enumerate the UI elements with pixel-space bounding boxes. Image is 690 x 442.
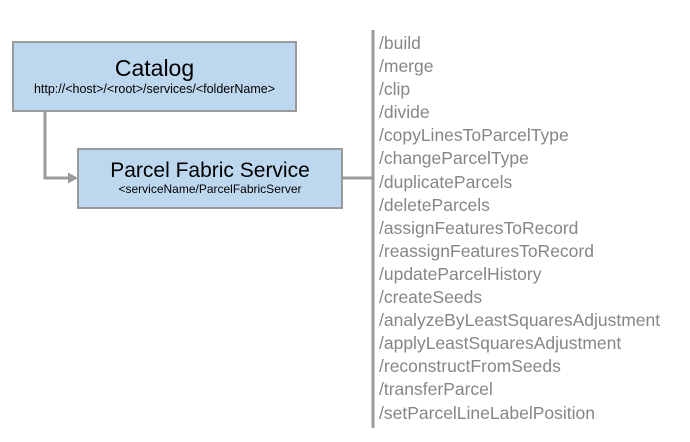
catalog-node-url: http://<host>/<root>/services/<folderNam… (33, 82, 276, 97)
catalog-node-title: Catalog (114, 55, 195, 82)
operation-item: /merge (379, 56, 434, 77)
parcel-fabric-service-node-title: Parcel Fabric Service (110, 159, 310, 183)
parcel-fabric-service-node: Parcel Fabric Service <serviceName/Parce… (77, 148, 343, 209)
connector-arrowhead-icon (68, 172, 78, 184)
operations-list: /build/merge/clip/divide/copyLinesToParc… (379, 32, 679, 425)
operation-item: /assignFeaturesToRecord (379, 217, 579, 238)
operation-item: /deleteParcels (379, 194, 490, 215)
operation-item: /duplicateParcels (379, 171, 513, 192)
operation-item: /setParcelLineLabelPosition (379, 402, 595, 423)
operation-item: /reconstructFromSeeds (379, 356, 561, 377)
operation-item: /copyLinesToParcelType (379, 125, 569, 146)
operation-item: /build (379, 33, 421, 53)
operation-item: /createSeeds (379, 287, 483, 308)
operation-item: /applyLeastSquaresAdjustment (379, 333, 622, 354)
operation-item: /clip (379, 79, 411, 100)
operation-item: /updateParcelHistory (379, 263, 542, 284)
operation-item: /changeParcelType (379, 148, 529, 169)
operation-item: /divide (379, 102, 430, 123)
operation-item: /analyzeByLeastSquaresAdjustment (379, 310, 661, 331)
parcel-fabric-service-node-url: <serviceName/ParcelFabricServer (118, 182, 302, 197)
operation-item: /reassignFeaturesToRecord (379, 240, 594, 261)
operation-item: /transferParcel (379, 379, 493, 400)
catalog-to-service-connector (43, 112, 68, 180)
catalog-node: Catalog http://<host>/<root>/services/<f… (12, 41, 297, 112)
